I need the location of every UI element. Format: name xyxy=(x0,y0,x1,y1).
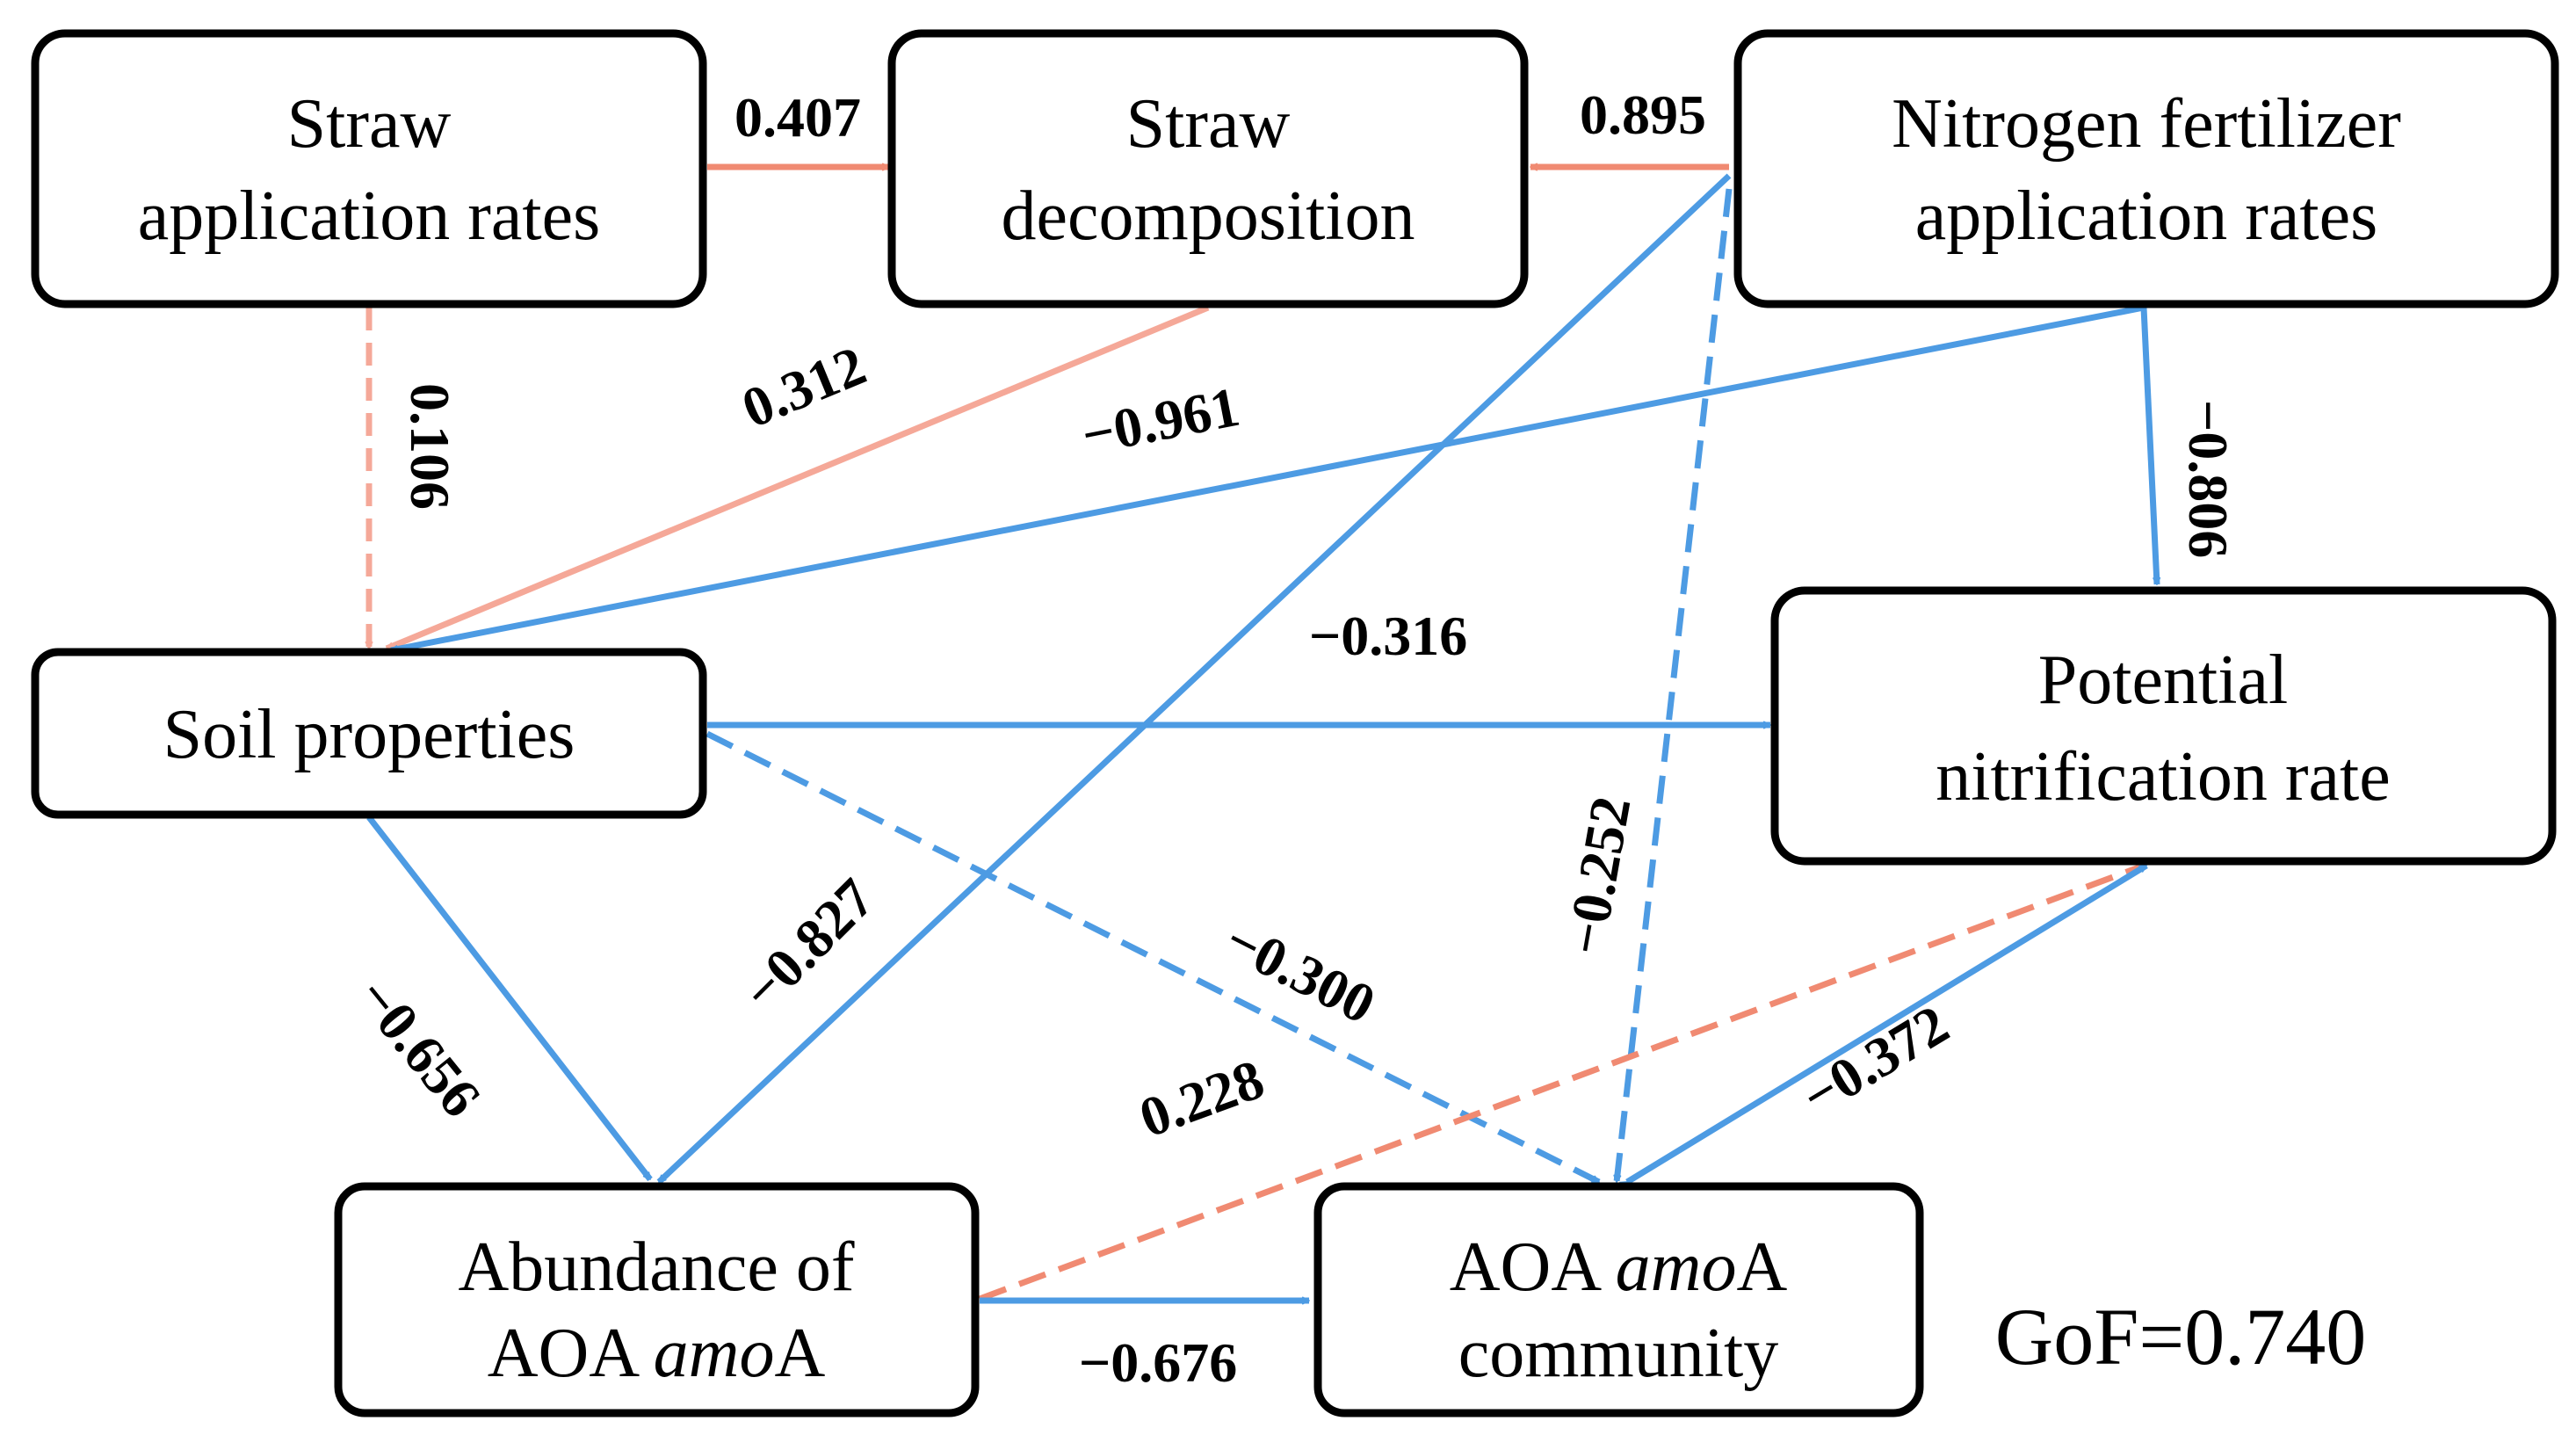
coef-soil-to-community: −0.300 xyxy=(1215,908,1385,1035)
node-straw-rate-line2: application rates xyxy=(138,178,600,255)
node-nitrogen-rate: Nitrogen fertilizer application rates xyxy=(1733,29,2559,308)
coef-soil-to-abundance: −0.656 xyxy=(344,966,493,1128)
node-nitrification: Potential nitrification rate xyxy=(1770,586,2557,866)
arrow-nitrogen-to-community xyxy=(1613,188,1733,1183)
node-aoa-community-line1: AOA amoA xyxy=(1450,1229,1788,1306)
node-nitrification-line2: nitrification rate xyxy=(1936,738,2391,816)
coef-nitrogen-to-abundance: −0.827 xyxy=(730,866,886,1023)
arrow-nitrogen-to-nitrification xyxy=(2140,307,2161,585)
node-aoa-abundance-line1: Abundance of xyxy=(459,1229,855,1306)
node-straw-decomp: Straw decomposition xyxy=(887,29,1529,308)
arrow-nitrogen-to-abundance xyxy=(656,173,1732,1185)
node-straw-rate: Straw application rates xyxy=(31,29,707,308)
arrows xyxy=(365,163,2161,1305)
coef-abundance-to-community: −0.676 xyxy=(1079,1331,1237,1394)
node-straw-rate-line1: Straw xyxy=(287,85,452,163)
coef-community-nitrification: −0.372 xyxy=(1791,993,1958,1128)
node-soil-properties-line1: Soil properties xyxy=(163,696,575,773)
node-aoa-abundance: Abundance of AOA amoA xyxy=(334,1182,980,1417)
node-straw-decomp-line1: Straw xyxy=(1126,85,1291,163)
node-nitrogen-rate-line1: Nitrogen fertilizer xyxy=(1892,85,2401,163)
arrow-community-nitrification xyxy=(1619,863,2148,1189)
coef-nitrogen-to-community: −0.252 xyxy=(1553,792,1642,959)
coef-decomp-to-soil: 0.312 xyxy=(734,334,874,440)
node-aoa-abundance-line2: AOA amoA xyxy=(488,1315,826,1392)
coef-straw-rate-to-decomp: 0.407 xyxy=(734,86,861,149)
node-nitrogen-rate-line2: application rates xyxy=(1915,178,2377,255)
gof-label: GoF=0.740 xyxy=(1995,1292,2367,1381)
coef-abundance-to-nitrification: 0.228 xyxy=(1132,1048,1272,1149)
coef-nitrogen-to-nitrification: −0.806 xyxy=(2177,400,2240,558)
coef-straw-rate-to-soil: 0.106 xyxy=(399,383,461,510)
node-straw-decomp-line2: decomposition xyxy=(1001,178,1415,255)
node-soil-properties: Soil properties xyxy=(31,648,707,819)
node-aoa-community: AOA amoA community xyxy=(1313,1182,1924,1417)
arrow-nitrogen-to-soil xyxy=(390,304,2145,654)
arrow-decomp-to-soil xyxy=(385,304,1210,652)
arrow-soil-to-abundance xyxy=(366,815,653,1182)
node-nitrification-line1: Potential xyxy=(2038,642,2288,719)
coef-nitrogen-to-soil: −0.961 xyxy=(1077,375,1245,467)
node-aoa-community-line2: community xyxy=(1458,1315,1778,1392)
coef-nitrogen-to-decomp: 0.895 xyxy=(1580,83,1706,146)
coef-soil-to-nitrification: −0.316 xyxy=(1309,605,1467,667)
